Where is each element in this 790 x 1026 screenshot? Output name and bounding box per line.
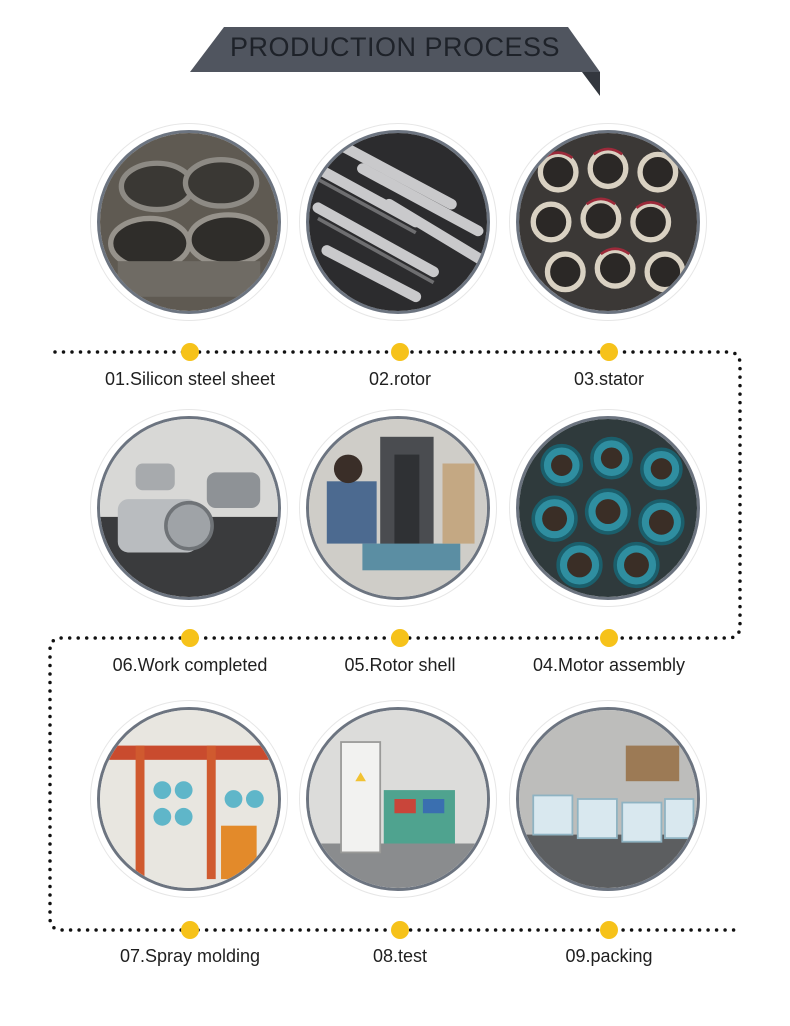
photo-motor-assembly — [516, 416, 700, 600]
photo-stator — [516, 130, 700, 314]
packing-icon — [519, 710, 697, 888]
steel-sheet-icon — [100, 133, 278, 311]
stator-icon — [519, 133, 697, 311]
marker-dot — [391, 629, 409, 647]
step-label: 06.Work completed — [112, 655, 268, 675]
step-label: 03.stator — [573, 369, 645, 389]
rotor-shell-icon — [309, 419, 487, 597]
photo-rotor-shell — [306, 416, 490, 600]
step-label: 05.Rotor shell — [344, 655, 456, 675]
photo-spray-molding — [97, 707, 281, 891]
marker-dot — [600, 343, 618, 361]
step-label: 01.Silicon steel sheet — [104, 369, 276, 389]
marker-dot — [181, 343, 199, 361]
photo-test — [306, 707, 490, 891]
marker-dot — [181, 921, 199, 939]
photo-silicon-steel-sheet — [97, 130, 281, 314]
photo-work-completed — [97, 416, 281, 600]
spray-molding-icon — [100, 710, 278, 888]
step-label: 02.rotor — [368, 369, 432, 389]
marker-dot — [391, 343, 409, 361]
step-label: 09.packing — [565, 946, 653, 966]
header-banner — [190, 27, 600, 96]
photo-packing — [516, 707, 700, 891]
work-completed-icon — [100, 419, 278, 597]
marker-dot — [181, 629, 199, 647]
step-label: 07.Spray molding — [119, 946, 261, 966]
motor-assembly-icon — [519, 419, 697, 597]
marker-dot — [600, 629, 618, 647]
marker-dot — [391, 921, 409, 939]
page-title: PRODUCTION PROCESS — [229, 32, 561, 62]
step-label: 04.Motor assembly — [532, 655, 686, 675]
marker-dot — [600, 921, 618, 939]
test-icon — [309, 710, 487, 888]
rotor-icon — [309, 133, 487, 311]
photo-rotor — [306, 130, 490, 314]
step-label: 08.test — [372, 946, 428, 966]
